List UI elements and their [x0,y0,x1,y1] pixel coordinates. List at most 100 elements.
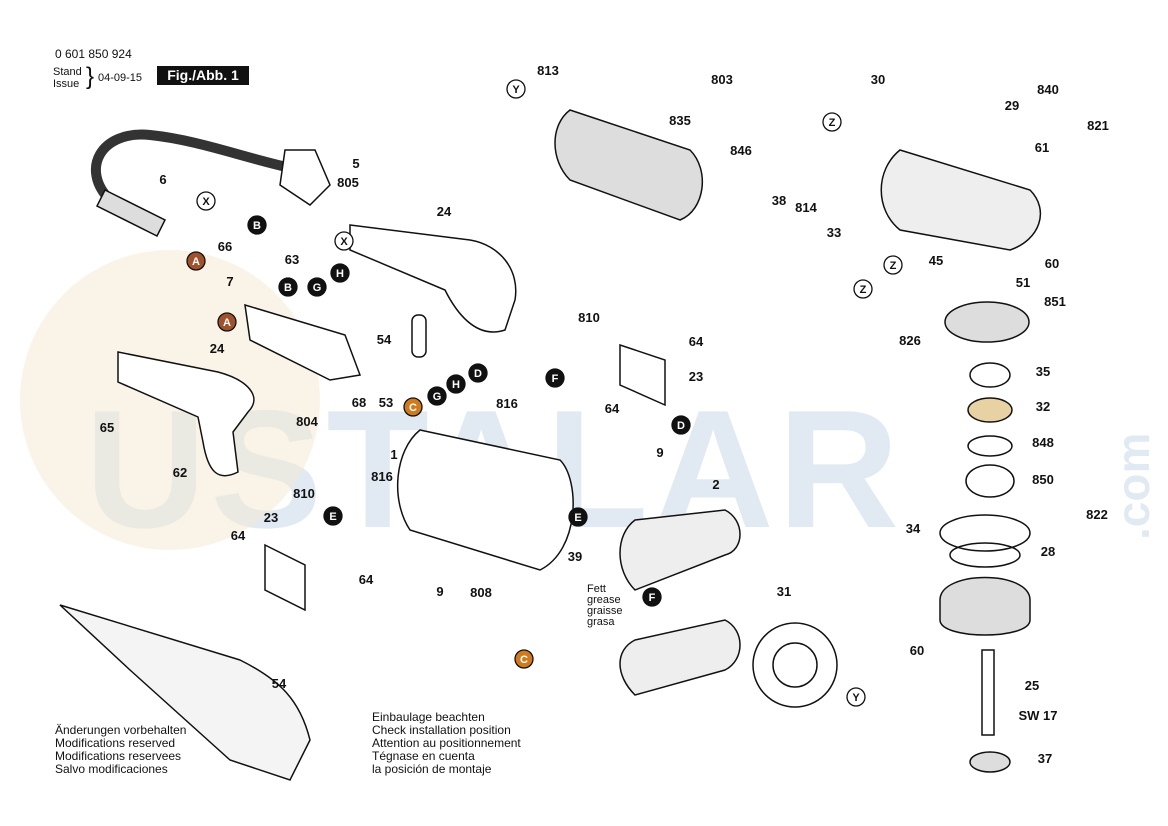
connector-marker: A [217,312,237,332]
issue-date: 04-09-15 [98,72,143,84]
part-label: 821 [1087,118,1109,133]
connector-marker: C [403,397,423,417]
svg-text:F: F [552,373,559,385]
part-label: 822 [1086,507,1108,522]
part-label: 24 [210,341,225,356]
cord-sleeve [95,188,167,238]
part-label: 25 [1025,678,1039,693]
install-inset-detail [59,604,311,781]
brace-glyph: } [86,63,95,90]
note-line: Tégnase en cuenta [372,749,475,763]
note-line: Check installation position [372,723,511,737]
note-line: grease [587,594,621,606]
connector-marker: G [427,386,447,406]
handle-top [349,224,517,333]
svg-text:D: D [677,420,685,432]
svg-text:D: D [474,368,482,380]
part-label: 37 [1038,751,1052,766]
part-label: 33 [827,225,841,240]
part-label: 803 [711,72,733,87]
part-label: 816 [496,396,518,411]
svg-text:Y: Y [512,84,520,96]
part-label: 35 [1036,364,1050,379]
part-label: 840 [1037,82,1059,97]
part-label: 38 [772,193,786,208]
svg-text:H: H [336,268,344,280]
svg-text:E: E [574,512,581,524]
issue-label: Issue [53,78,80,90]
notes-right: Einbaulage beachten Check installation p… [372,711,521,776]
part-label: 61 [1035,140,1049,155]
part-label: 65 [100,420,114,435]
svg-text:G: G [313,282,322,294]
svg-text:X: X [340,236,348,248]
brush-holder-23-bottom [264,543,306,612]
part-label: SW 17 [1018,708,1057,723]
part-label: 63 [285,252,299,267]
part-label: 64 [231,528,246,543]
svg-text:Z: Z [829,117,836,129]
part-label: 54 [377,332,392,347]
connector-marker: A [186,251,206,271]
connector-marker: H [446,374,466,394]
guard-31 [752,622,838,708]
part-label: 848 [1032,435,1054,450]
grease-note: Fett grease graisse grasa [587,584,622,628]
svg-text:F: F [649,592,656,604]
notes-left: Änderungen vorbehalten Modifications res… [55,724,186,776]
connector-marker: F [545,368,565,388]
part-label: 816 [371,469,393,484]
note-line: Modifications reserved [55,736,176,750]
ring-32 [967,397,1013,423]
part-label: 826 [899,333,921,348]
part-label: 810 [578,310,600,325]
svg-text:Z: Z [890,260,897,272]
part-label: 28 [1041,544,1055,559]
connector-marker: X [334,231,354,251]
connector-marker: Z [822,112,842,132]
note-line: Einbaulage beachten [372,710,485,724]
part-label: 2 [712,477,719,492]
motor-housing [397,429,574,571]
connector-marker: F [642,587,662,607]
part-number: 0 601 850 924 [55,47,132,61]
bevel-gear [944,301,1030,343]
part-label: 60 [910,643,924,658]
part-label: 813 [537,63,559,78]
connector-marker: Y [846,687,866,707]
brush-holder-23-top [619,343,666,407]
connector-marker: E [323,506,343,526]
svg-text:Y: Y [852,692,860,704]
note-line: Modifications reservees [55,749,182,763]
bearing-850 [965,464,1015,498]
connector-marker: E [568,507,588,527]
power-cord [90,129,301,204]
gasket-34 [939,514,1031,552]
part-label: 23 [689,369,703,384]
svg-text:C: C [520,654,528,666]
note-line: Fett [587,583,606,595]
flange-nut-37 [969,751,1011,773]
handle-left [117,351,255,477]
note-line: Salvo modificaciones [55,762,168,776]
part-label: 32 [1036,399,1050,414]
part-label: 54 [272,676,287,691]
svg-text:A: A [223,317,231,329]
part-label: 64 [605,401,620,416]
note-line: Änderungen vorbehalten [55,723,187,737]
stand-label: Stand [53,66,82,78]
connector-marker: D [671,415,691,435]
note-line: grasa [587,616,615,628]
ring-28 [949,542,1021,568]
part-label: 51 [1016,275,1030,290]
bearing-35 [969,362,1011,388]
part-label: 9 [436,584,443,599]
connector-marker: C [514,649,534,669]
part-label: 810 [293,486,315,501]
svg-text:H: H [452,379,460,391]
part-outlines [59,109,1041,781]
cord-plug [279,149,331,206]
part-label: 1 [390,447,397,462]
